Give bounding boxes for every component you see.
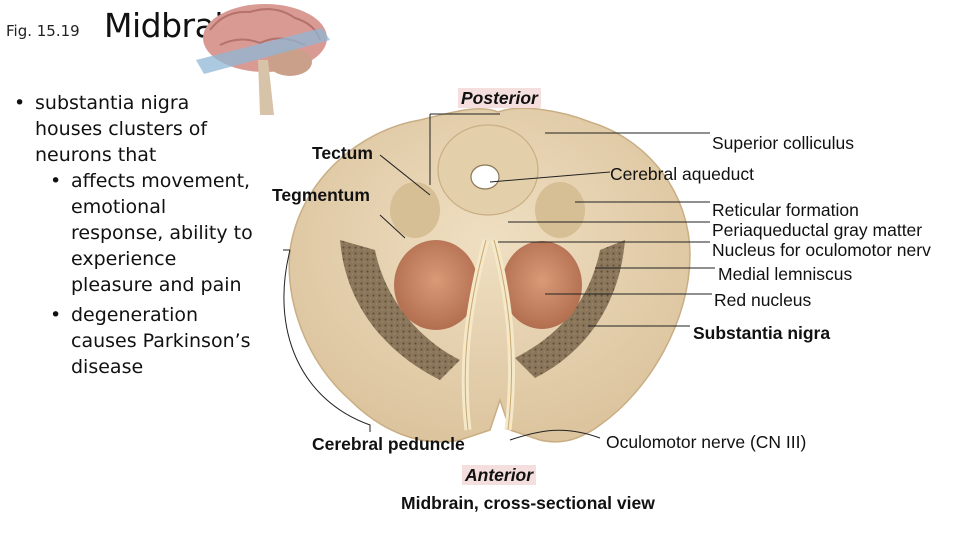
label-cerebral-aqueduct: Cerebral aqueduct xyxy=(610,164,754,184)
figure-label: Fig. 15.19 xyxy=(6,22,80,40)
bullet-line: causes Parkinson’s xyxy=(71,330,251,352)
bullet-line: substantia nigra xyxy=(35,92,190,114)
bullet-dot-icon: • xyxy=(50,304,62,326)
leader-oculomotor-nerve xyxy=(509,429,601,441)
bullet-dot-icon: • xyxy=(50,170,62,192)
midbrain-cross-section xyxy=(288,107,691,443)
bullet-line: response, ability to xyxy=(71,222,253,244)
brain-thumbnail-icon xyxy=(196,4,330,115)
bullet-line: experience xyxy=(71,248,177,270)
subbullet-degeneration: • degeneration xyxy=(14,302,253,328)
leader-tectum xyxy=(379,154,431,196)
label-reticular-formation: Reticular formation xyxy=(712,200,859,220)
bullet-line: pleasure and pain xyxy=(71,274,242,296)
bullet-substantia-nigra: • substantia nigra xyxy=(14,90,253,116)
label-nucleus-oculomotor: Nucleus for oculomotor nerv xyxy=(712,240,931,260)
label-cerebral-peduncle: Cerebral peduncle xyxy=(312,434,465,454)
peduncle-bracket xyxy=(283,249,371,432)
label-posterior: Posterior xyxy=(458,88,541,109)
bullet-line: neurons that xyxy=(35,144,157,166)
label-superior-colliculus: Superior colliculus xyxy=(712,133,855,153)
leader-tegmentum xyxy=(379,214,406,239)
bullet-dot-icon: • xyxy=(14,92,26,114)
bullet-list: • substantia nigra houses clusters of neu… xyxy=(14,90,253,380)
bullet-line: emotional xyxy=(71,196,167,218)
label-red-nucleus: Red nucleus xyxy=(714,290,812,310)
label-anterior: Anterior xyxy=(462,465,537,486)
bullet-line: degeneration xyxy=(71,304,199,326)
label-medial-lemniscus: Medial lemniscus xyxy=(718,264,853,284)
label-tectum: Tectum xyxy=(312,143,373,163)
label-oculomotor-nerve: Oculomotor nerve (CN III) xyxy=(606,432,807,452)
subbullet-movement: • affects movement, xyxy=(14,168,253,194)
bullet-line: houses clusters of xyxy=(35,118,208,140)
label-tegmentum: Tegmentum xyxy=(272,185,370,205)
figure-caption: Midbrain, cross-sectional view xyxy=(401,493,655,513)
bullet-line: disease xyxy=(71,356,144,378)
leader-lines xyxy=(283,113,715,441)
label-substantia-nigra: Substantia nigra xyxy=(693,323,831,343)
label-periaqueductal-gray: Periaqueductal gray matter xyxy=(712,220,923,240)
bullet-line: affects movement, xyxy=(71,170,251,192)
leader-cerebral-aqueduct xyxy=(489,171,611,183)
